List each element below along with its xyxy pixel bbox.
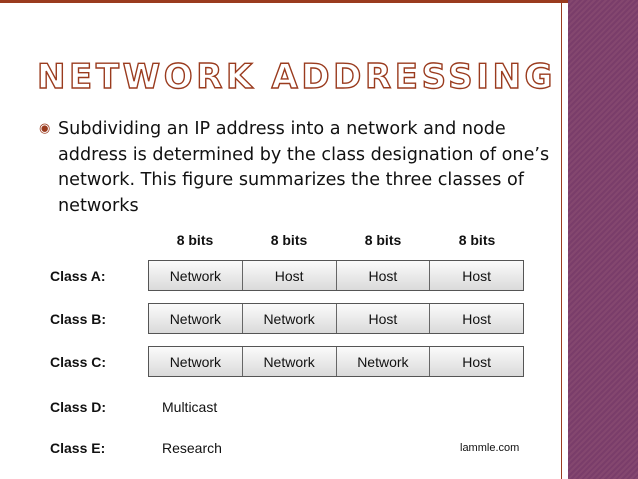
class-a-label: Class A: <box>50 268 106 284</box>
octet-cell: Network <box>149 347 243 376</box>
class-e-value: Research <box>162 440 222 456</box>
class-c-row: Network Network Network Host <box>148 346 524 377</box>
class-e-label: Class E: <box>50 440 106 456</box>
bullet-icon: ◉ <box>39 121 51 136</box>
octet-cell: Host <box>337 261 431 290</box>
class-d-value: Multicast <box>162 399 218 415</box>
class-b-row: Network Network Host Host <box>148 303 524 334</box>
slide-title: NETWORK ADDRESSING <box>36 57 557 97</box>
octet-cell: Host <box>462 267 492 284</box>
class-b-label: Class B: <box>50 311 107 327</box>
octet-cell: Network <box>149 261 243 290</box>
octet-cell: Network <box>243 304 337 333</box>
side-decorative-panel <box>568 0 638 479</box>
bullet-text: Subdividing an IP address into a network… <box>58 119 550 216</box>
side-divider-line <box>561 0 562 479</box>
class-d-label: Class D: <box>50 399 107 415</box>
bits-header: 8 bits <box>176 232 214 248</box>
octet-cell: Host <box>462 310 492 327</box>
octet-cell: Host <box>337 304 431 333</box>
octet-cell: Network <box>337 347 431 376</box>
class-a-row: Network Host Host Host <box>148 260 524 291</box>
figure-credit: lammle.com <box>460 442 520 454</box>
octet-cell: Host <box>243 261 337 290</box>
ip-class-figure: 8 bits 8 bits 8 bits 8 bits Class A: Net… <box>40 226 540 466</box>
class-c-label: Class C: <box>50 354 107 370</box>
top-accent-bar <box>0 0 638 3</box>
octet-cell: Host <box>462 353 492 370</box>
octet-cell: Network <box>149 304 243 333</box>
bits-header: 8 bits <box>364 232 402 248</box>
octet-cell: Network <box>243 347 337 376</box>
bits-header: 8 bits <box>458 232 496 248</box>
bits-header: 8 bits <box>270 232 308 248</box>
